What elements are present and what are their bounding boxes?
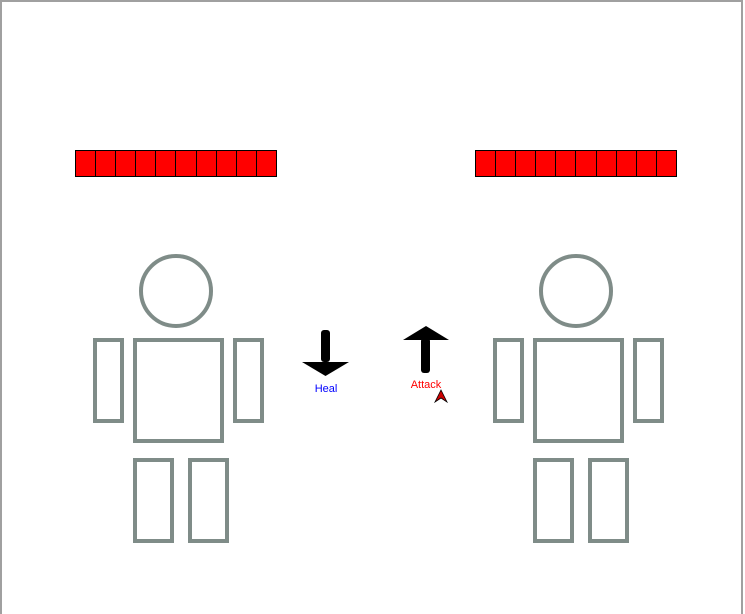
heal-button[interactable]: Heal [300,328,352,395]
right-player-health-bar [475,150,677,177]
head [139,254,213,328]
cursor-icon [434,389,448,403]
left-leg [533,458,574,543]
left-leg [133,458,174,543]
right-arm [633,338,664,423]
health-segment [636,151,657,176]
health-segment [196,151,217,176]
health-segment [556,151,577,176]
right-player-figure [493,254,664,543]
right-leg [588,458,629,543]
torso [533,338,624,443]
health-segment [576,151,597,176]
health-segment [536,151,557,176]
health-segment [236,151,257,176]
health-segment [136,151,157,176]
health-segment [476,151,497,176]
attack-label: Attack [410,379,442,391]
health-segment [156,151,177,176]
health-segment [256,151,276,176]
health-segment [656,151,676,176]
left-arm [93,338,124,423]
left-player-figure [93,254,264,543]
health-segment [596,151,617,176]
up-arrow-icon [403,326,449,373]
health-segment [496,151,517,176]
health-segment [216,151,237,176]
right-arm [233,338,264,423]
health-segment [176,151,197,176]
health-segment [616,151,637,176]
health-segment [516,151,537,176]
head [539,254,613,328]
right-leg [188,458,229,543]
health-segment [76,151,97,176]
left-arm [493,338,524,423]
down-arrow-icon [302,330,349,376]
left-player-health-bar [75,150,277,177]
health-segment [96,151,117,176]
torso [133,338,224,443]
attack-button[interactable]: Attack [400,324,452,391]
heal-label: Heal [314,383,338,395]
health-segment [116,151,137,176]
